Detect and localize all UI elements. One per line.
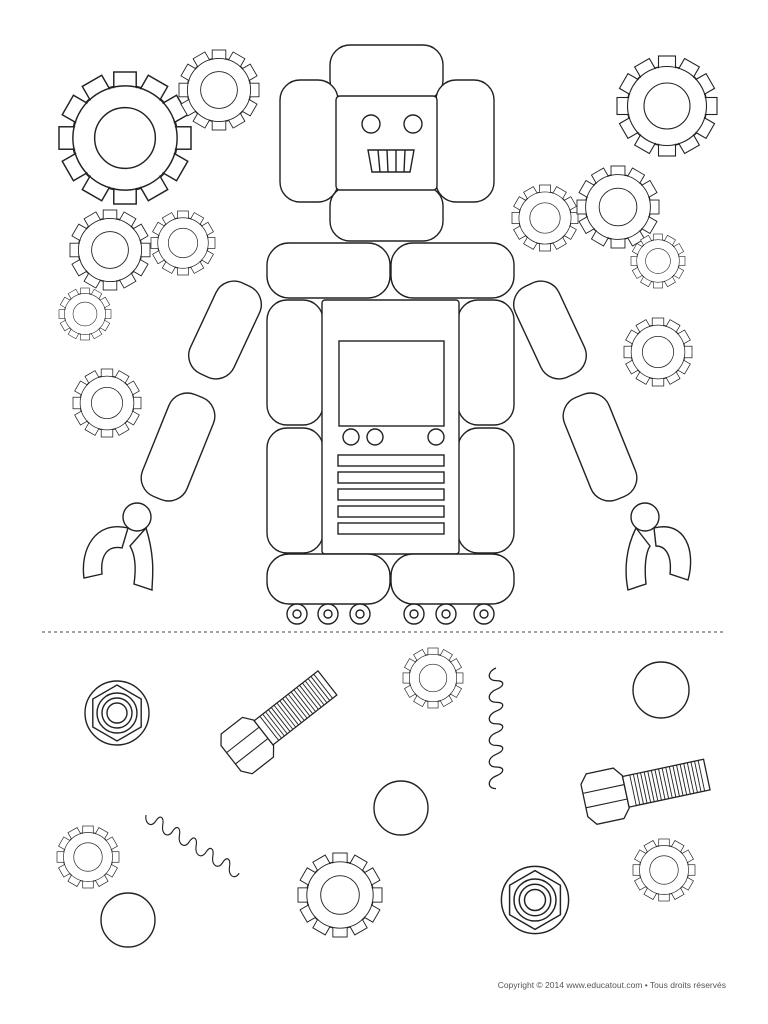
copyright-text: Copyright © 2014 www.educatout.com • Tou… <box>497 980 726 990</box>
gear-icon <box>510 183 580 253</box>
gear-icon <box>55 824 121 890</box>
gear-icon <box>59 72 191 204</box>
washer-icon <box>373 780 429 836</box>
bolt-icon <box>214 662 344 779</box>
robot <box>82 44 692 625</box>
gear-icon <box>622 316 694 388</box>
gear-icon <box>401 646 465 710</box>
robot-screen <box>338 340 445 427</box>
gear-icon <box>177 48 261 132</box>
bolt-icon <box>578 748 713 827</box>
washer-icon <box>632 661 690 719</box>
nut-icon <box>84 680 150 746</box>
robot-mouth <box>367 149 415 173</box>
gear-icon <box>149 209 217 277</box>
robot-head <box>279 44 495 242</box>
gear-icon <box>57 286 113 342</box>
robot-button <box>342 428 360 446</box>
robot-eye-left <box>361 114 381 134</box>
robot-arm-left <box>82 280 263 591</box>
gear-icon <box>617 56 717 156</box>
washer-icon <box>100 892 156 948</box>
robot-button <box>427 428 445 446</box>
robot-button <box>366 428 384 446</box>
robot-arm-right <box>512 280 692 591</box>
gear-icon <box>298 853 382 937</box>
gear-icon <box>577 166 659 248</box>
nut-icon <box>500 865 570 935</box>
gear-icon <box>68 208 152 292</box>
gear-icon <box>71 367 143 439</box>
spring-icon <box>142 809 244 880</box>
robot-wheels <box>286 603 495 625</box>
robot-eye-right <box>403 114 423 134</box>
gear-icon <box>631 837 697 903</box>
spring-icon <box>488 667 504 790</box>
